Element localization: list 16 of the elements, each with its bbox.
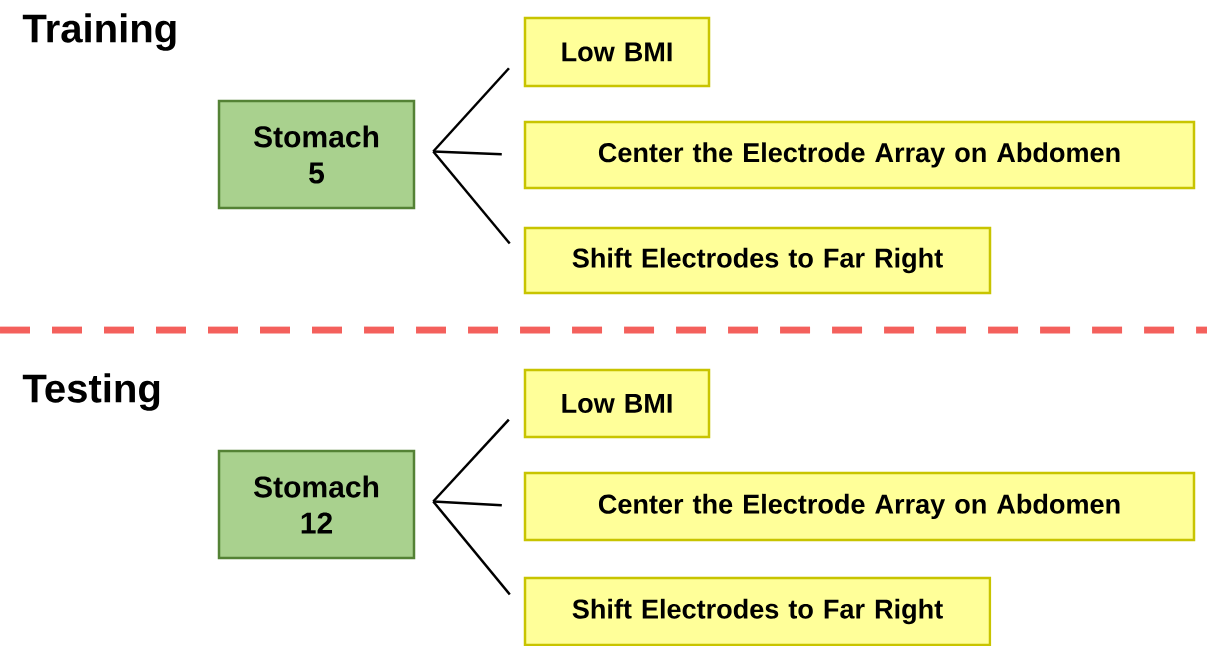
stomach-box: Stomach 12 — [217, 449, 416, 560]
section-heading: Training — [22, 13, 176, 51]
condition-box: Low BMI — [523, 368, 711, 439]
connector-line — [432, 500, 511, 596]
condition-box: Shift Electrodes to Far Right — [523, 576, 992, 646]
condition-box: Shift Electrodes to Far Right — [523, 226, 992, 295]
condition-box: Center the Electrode Array on Abdomen — [523, 120, 1196, 190]
condition-box: Center the Electrode Array on Abdomen — [523, 471, 1196, 542]
connector-line — [433, 500, 502, 507]
condition-box: Low BMI — [523, 16, 711, 88]
connector-line — [433, 150, 502, 156]
connector-line — [432, 67, 510, 153]
stomach-box: Stomach 5 — [217, 99, 416, 210]
section-heading: Testing — [22, 373, 160, 411]
connector-line — [432, 418, 510, 503]
connector-line — [432, 150, 511, 245]
